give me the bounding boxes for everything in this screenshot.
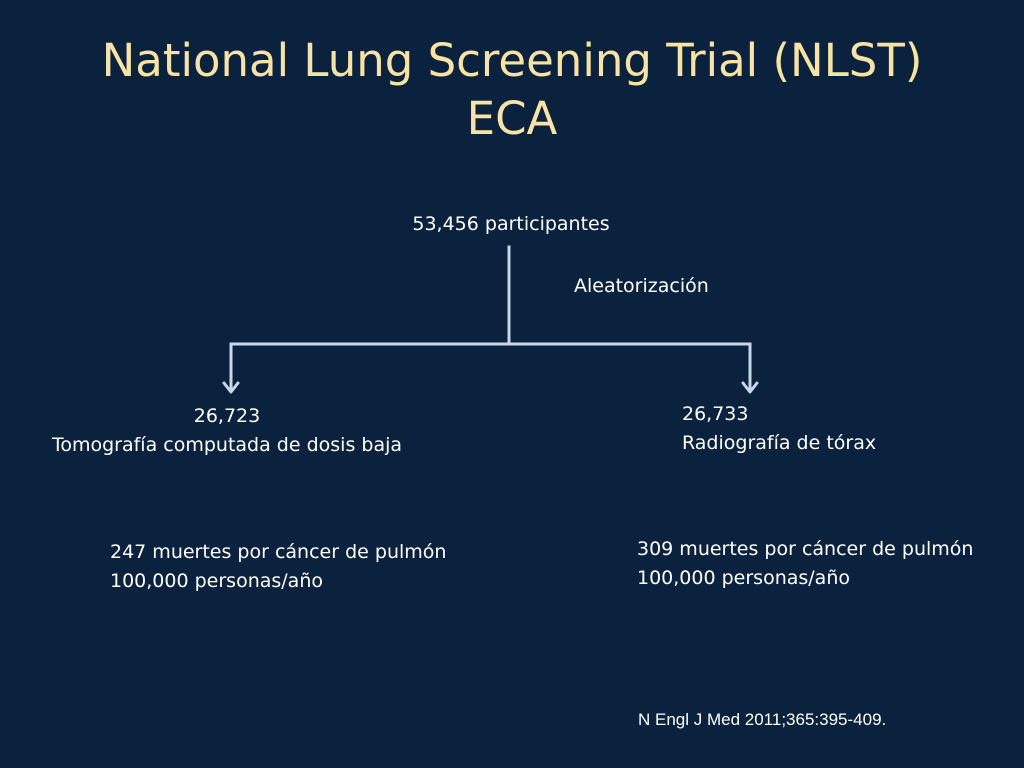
right-branch-label: Radiografía de tórax [682, 432, 877, 454]
left-branch-box: 26,723 Tomografía computada de dosis baj… [36, 402, 418, 460]
right-branch-box: 26,733 Radiografía de tórax [682, 400, 876, 458]
left-branch-count: 26,723 [193, 405, 261, 427]
citation-text: N Engl J Med 2011;365:395-409. [638, 710, 887, 729]
right-arrow-head [741, 381, 759, 394]
right-outcome-line-1: 309 muertes por cáncer de pulmón [637, 538, 974, 560]
right-outcome-box: 309 muertes por cáncer de pulmón 100,000… [637, 535, 973, 593]
title-line-2: ECA [466, 92, 558, 145]
randomization-label: Aleatorización [574, 275, 709, 297]
left-branch-label: Tomografía computada de dosis baja [51, 434, 403, 456]
slide-title: National Lung Screening Trial (NLST) ECA [0, 32, 1024, 148]
right-branch-count: 26,733 [682, 403, 749, 425]
left-outcome-line-1: 247 muertes por cáncer de pulmón [110, 541, 447, 563]
right-outcome-line-2: 100,000 personas/año [637, 567, 850, 589]
title-line-1: National Lung Screening Trial (NLST) [101, 34, 923, 87]
left-arrow-head [222, 381, 240, 394]
left-outcome-box: 247 muertes por cáncer de pulmón 100,000… [110, 538, 446, 596]
root-participants-label: 53,456 participantes [412, 213, 610, 235]
left-outcome-line-2: 100,000 personas/año [110, 570, 323, 592]
